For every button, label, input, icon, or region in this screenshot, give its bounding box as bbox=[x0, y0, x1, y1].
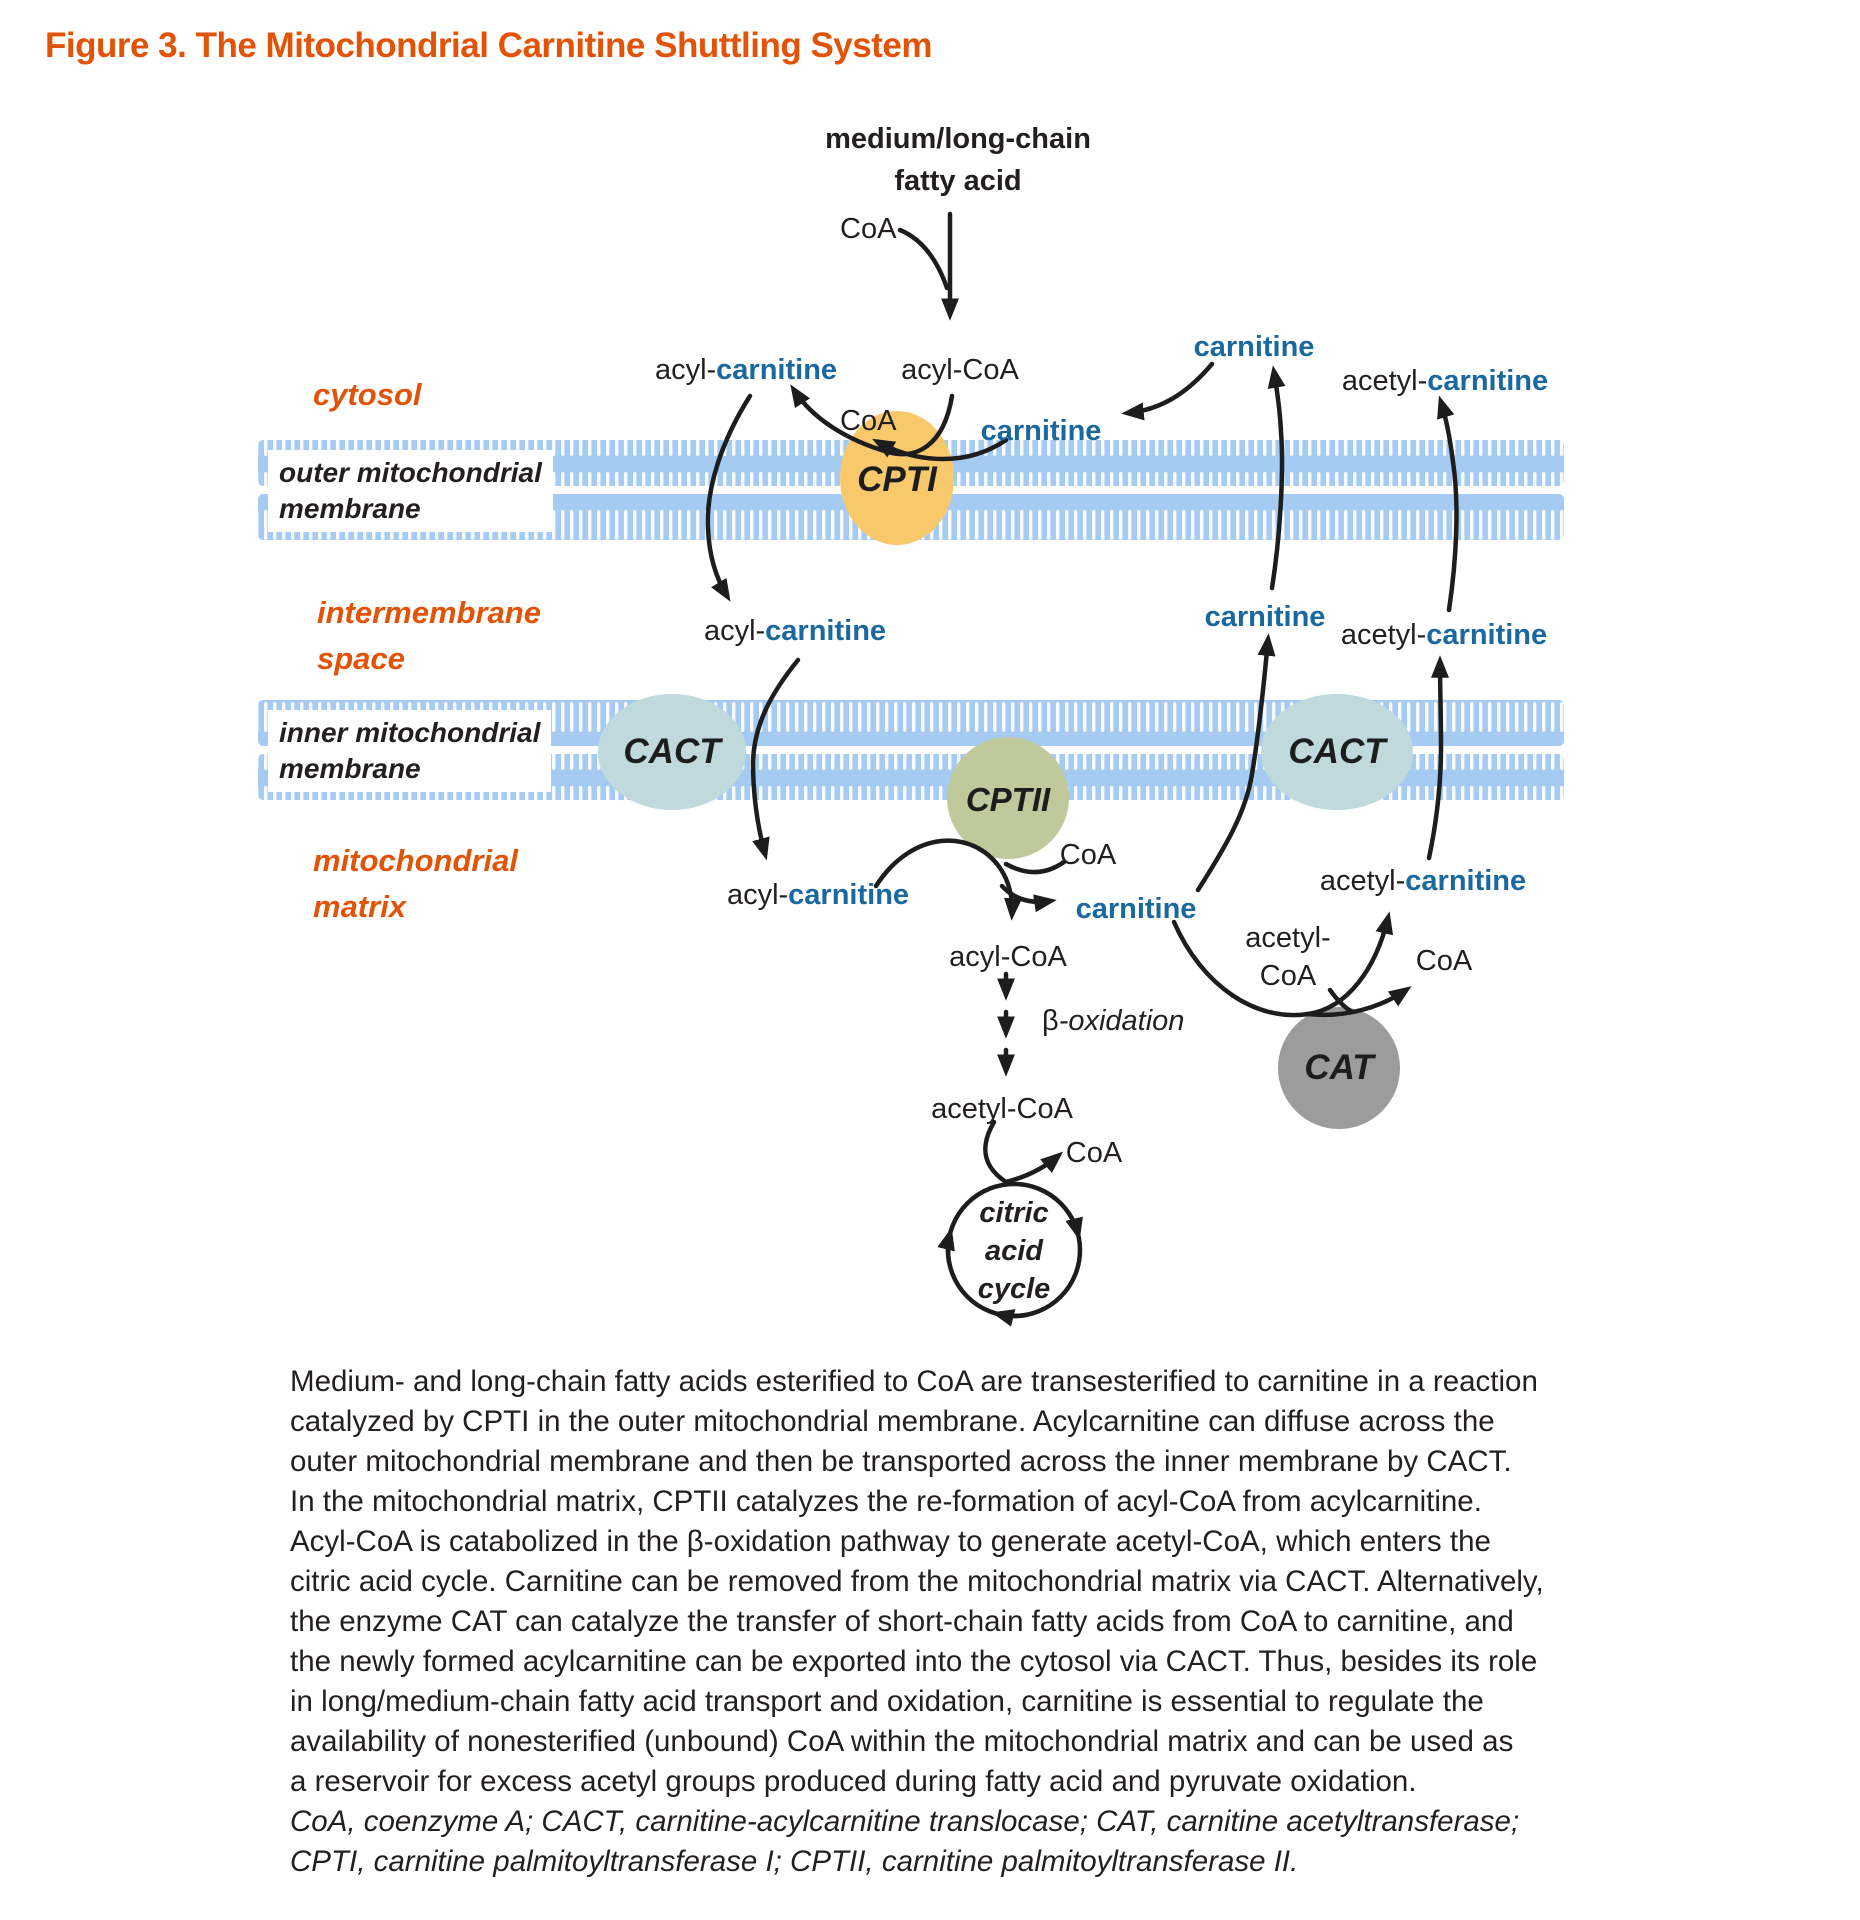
enzyme-cact-left: CACT bbox=[623, 732, 721, 771]
label-coa-cat: CoA bbox=[1415, 945, 1473, 977]
label-acetylcarnitine-matrix: acetyl-carnitine bbox=[1319, 865, 1527, 897]
caption-line: Acyl-CoA is catabolized in the β-oxidati… bbox=[290, 1525, 1491, 1558]
label-acylcarnitine-matrix: acyl-carnitine bbox=[726, 879, 910, 911]
label-carnitine-intermembrane: carnitine bbox=[1204, 601, 1326, 633]
arrow-carnitine-export-outer bbox=[1267, 365, 1286, 591]
label-inner-membrane: inner mitochondrial membrane bbox=[268, 710, 552, 792]
caption-line: availability of nonesterified (unbound) … bbox=[290, 1725, 1514, 1758]
cact-right-ellipse bbox=[1261, 694, 1413, 810]
footnote-line: CPTI, carnitine palmitoyltransferase I; … bbox=[290, 1845, 1299, 1878]
label-outer-membrane: outer mitochondrial membrane bbox=[268, 450, 553, 532]
cycle-arrow-bottom bbox=[991, 1309, 1029, 1327]
arrow-acetylcarnitine-export-outer bbox=[1437, 395, 1459, 613]
caption-line: catalyzed by CPTI in the outer mitochond… bbox=[290, 1405, 1495, 1438]
arrow-carnitine-recycle bbox=[1121, 361, 1215, 421]
footnote-line: CoA, coenzyme A; CACT, carnitine-acylcar… bbox=[290, 1805, 1520, 1838]
enzyme-cat: CAT bbox=[1304, 1048, 1374, 1087]
arrow-carnitine-export-inner bbox=[1195, 633, 1276, 893]
enzyme-cpti: CPTI bbox=[857, 460, 937, 499]
region-mitochondrial-matrix: mitochondrial matrix bbox=[313, 843, 518, 924]
cptii-circle bbox=[947, 737, 1069, 859]
label-fatty-acid-line1: medium/long-chain bbox=[825, 123, 1091, 155]
label-carnitine-center: carnitine bbox=[980, 415, 1102, 447]
arrow-cat-to-coa bbox=[1305, 986, 1412, 1018]
inner-membrane bbox=[258, 700, 1564, 800]
label-acetylcoa-cat-line1: acetyl- bbox=[1245, 922, 1331, 954]
caption-line: a reservoir for excess acetyl groups pro… bbox=[290, 1765, 1417, 1798]
enzyme-cact-right: CACT bbox=[1288, 732, 1386, 771]
figure-title: Figure 3. The Mitochondrial Carnitine Sh… bbox=[45, 26, 932, 65]
cat-circle bbox=[1278, 1007, 1400, 1129]
region-cytosol: cytosol bbox=[313, 377, 422, 412]
caption-line: the newly formed acylcarnitine can be ex… bbox=[290, 1645, 1538, 1678]
caption-line: outer mitochondrial membrane and then be… bbox=[290, 1445, 1512, 1478]
label-carnitine-cytosol-right: carnitine bbox=[1193, 331, 1315, 363]
label-coa-cycle: CoA bbox=[1065, 1137, 1123, 1169]
label-acylcarnitine-intermembrane: acyl-carnitine bbox=[703, 615, 887, 647]
acetylcoa-join-curve-cat bbox=[1327, 987, 1355, 1015]
caption-line: In the mitochondrial matrix, CPTII catal… bbox=[290, 1485, 1482, 1518]
label-acetylcarnitine-intermembrane: acetyl-carnitine bbox=[1340, 619, 1548, 651]
label-acylcoa-cytosol: acyl-CoA bbox=[901, 354, 1019, 386]
label-beta-oxidation: β-oxidation bbox=[1042, 1005, 1185, 1037]
cycle-arrow-right bbox=[1065, 1209, 1083, 1241]
label-coa-top: CoA bbox=[840, 213, 897, 245]
reaction-arrows bbox=[705, 211, 1459, 1327]
label-acetylcoa-matrix: acetyl-CoA bbox=[931, 1093, 1073, 1125]
caption-line: the enzyme CAT can catalyze the transfer… bbox=[290, 1605, 1514, 1638]
cact-left-ellipse bbox=[598, 694, 746, 810]
arrow-acetylcarnitine-export-inner bbox=[1426, 655, 1450, 861]
caption-line: citric acid cycle. Carnitine can be remo… bbox=[290, 1565, 1544, 1598]
coa-join-curve-cptii bbox=[1003, 859, 1067, 875]
cycle-arrow-left bbox=[937, 1227, 955, 1265]
label-fatty-acid-line2: fatty acid bbox=[894, 165, 1022, 197]
label-coa-cptii: CoA bbox=[1059, 839, 1117, 871]
label-acylcoa-matrix: acyl-CoA bbox=[949, 941, 1067, 973]
coa-join-curve-top bbox=[897, 227, 950, 291]
label-acetylcarnitine-cytosol: acetyl-carnitine bbox=[1341, 365, 1549, 397]
label-acylcarnitine-cytosol: acyl-carnitine bbox=[654, 354, 838, 386]
label-carnitine-matrix: carnitine bbox=[1075, 893, 1197, 925]
arrow-cycle-coa-release bbox=[1003, 1151, 1064, 1185]
caption-line: in long/medium-chain fatty acid transpor… bbox=[290, 1685, 1484, 1718]
arrow-acetylcoa-to-cycle bbox=[983, 1119, 1009, 1185]
arrow-acylcarnitine-cact bbox=[750, 657, 801, 861]
arrow-acylcarnitine-outer bbox=[705, 393, 753, 602]
label-acetylcoa-cat-line2: CoA bbox=[1259, 960, 1317, 992]
enzyme-cptii: CPTII bbox=[965, 781, 1051, 818]
figure-caption: Medium- and long-chain fatty acids ester… bbox=[290, 1362, 1544, 1882]
arrow-carnitine-to-coa bbox=[872, 437, 1009, 462]
label-citric-acid-cycle: citric acid cycle bbox=[977, 1197, 1051, 1305]
arrow-cptii-to-carnitine bbox=[999, 883, 1057, 913]
label-coa-cytosol: CoA bbox=[840, 405, 897, 437]
caption-line: Medium- and long-chain fatty acids ester… bbox=[290, 1365, 1538, 1398]
region-intermembrane-space: intermembrane space bbox=[317, 595, 541, 676]
